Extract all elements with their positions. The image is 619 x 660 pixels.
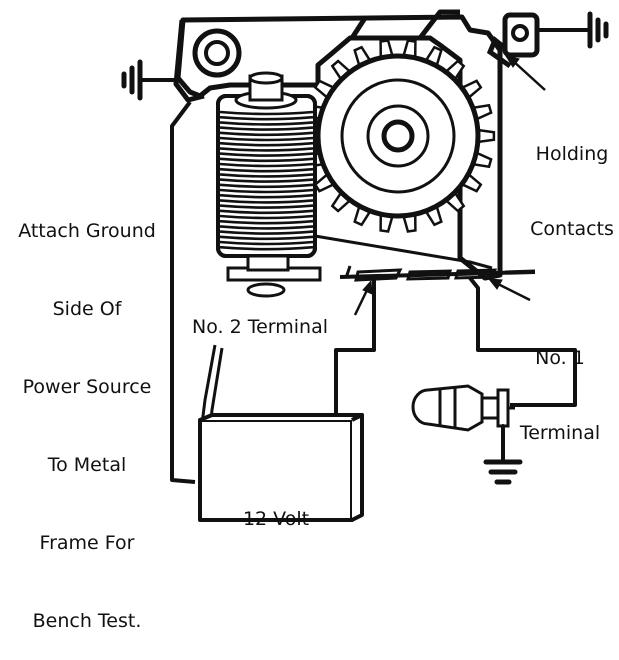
label-no2-terminal: No. 2 Terminal <box>192 316 329 338</box>
coil-winding <box>219 225 314 230</box>
coil-windings <box>219 110 314 251</box>
coil-winding <box>219 199 314 204</box>
label-ground-line: Frame For <box>39 532 135 554</box>
coil-winding <box>219 240 314 246</box>
test-light <box>411 384 515 432</box>
label-ground-line: Power Source <box>22 376 152 398</box>
label-no1-line: Terminal <box>519 422 601 444</box>
label-holding-contacts-line: Contacts <box>530 218 614 240</box>
coil-winding <box>219 209 314 215</box>
holding-contacts-bracket <box>486 12 540 69</box>
coil-winding <box>219 131 314 137</box>
coil-winding <box>219 115 314 121</box>
label-holding-contacts-line: Holding <box>535 143 609 165</box>
label-holding-contacts: Holding Contacts <box>526 92 618 267</box>
coil-winding <box>219 245 314 251</box>
coil-winding <box>219 162 314 168</box>
label-ground-line: Bench Test. <box>32 610 142 632</box>
label-ground-line: To Metal <box>47 454 127 476</box>
coil-winding <box>219 157 314 163</box>
test-light-ground-symbol <box>483 424 523 485</box>
coil-winding <box>219 214 314 220</box>
starter-solenoid-bench-test-diagram <box>121 9 609 522</box>
coil-winding <box>219 136 314 142</box>
label-ground-line: Attach Ground <box>18 220 156 242</box>
frame-ground-symbol <box>121 59 178 101</box>
coil-lead-wire <box>314 234 493 270</box>
coil-winding <box>219 188 314 194</box>
label-no1-line: No. 1 <box>535 347 585 369</box>
coil-winding <box>219 167 314 173</box>
label-no1-terminal: No. 1 Terminal <box>512 296 608 471</box>
solenoid-coil <box>216 71 322 298</box>
coil-winding <box>219 183 314 189</box>
coil-winding <box>219 141 314 147</box>
coil-winding <box>219 193 314 199</box>
label-battery: 12 Volt <box>242 508 310 530</box>
coil-winding <box>219 235 314 241</box>
battery-box <box>198 413 364 522</box>
terminal-strip <box>339 265 536 282</box>
drive-gear <box>300 39 496 233</box>
holding-contacts-ground-symbol <box>535 11 609 49</box>
frame-pivot <box>192 28 242 78</box>
coil-winding <box>219 173 314 178</box>
coil-winding <box>219 230 314 235</box>
label-ground-line: Side Of <box>52 298 122 320</box>
leader-arrows <box>353 55 546 316</box>
coil-winding <box>219 126 314 131</box>
metal-frame <box>173 9 503 281</box>
coil-winding <box>219 204 314 209</box>
coil-winding <box>219 110 314 116</box>
coil-winding <box>219 147 314 152</box>
coil-winding <box>219 152 314 157</box>
label-ground-instruction: Attach Ground Side Of Power Source To Me… <box>4 166 170 660</box>
coil-winding <box>219 178 314 183</box>
coil-winding <box>219 121 314 126</box>
coil-winding <box>219 219 314 225</box>
